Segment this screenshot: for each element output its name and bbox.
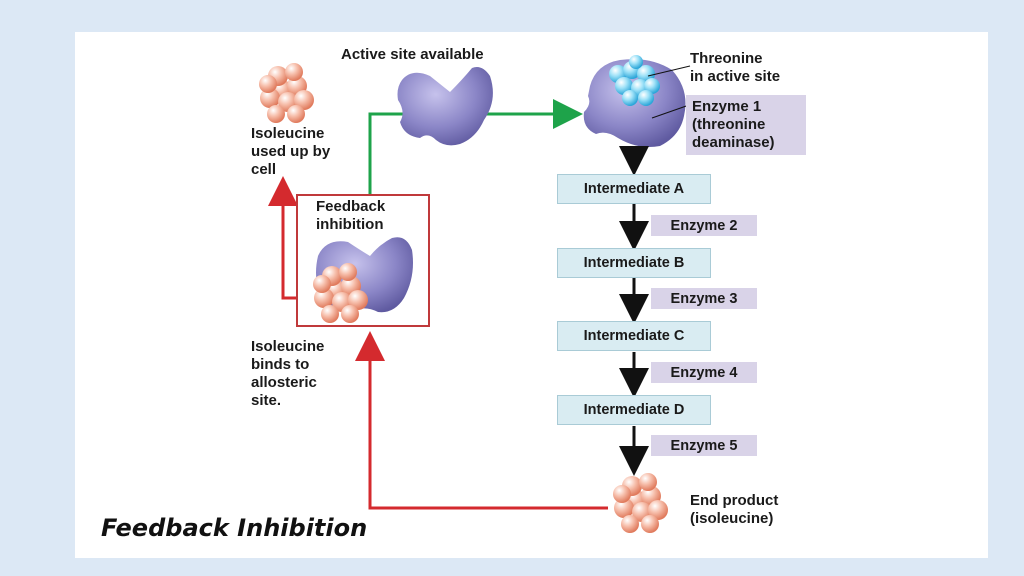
end-product-label: End product (isoleucine) [690, 492, 779, 527]
isoleucine-free-icon [259, 63, 314, 123]
isoleucine-end-product-icon [613, 473, 668, 533]
enzyme-1-label: Enzyme 1 (threonine deaminase) [692, 98, 775, 151]
enzyme-3-label: Enzyme 3 [651, 288, 757, 309]
intermediate-b: Intermediate B [557, 248, 711, 278]
red-arrow-up [268, 176, 298, 300]
slide-title: Feedback Inhibition [101, 514, 368, 542]
isoleucine-used-label: Isoleucine used up by cell [251, 125, 331, 178]
threonine-label: Threonine in active site [690, 50, 781, 85]
slide-panel [75, 32, 988, 558]
intermediate-c: Intermediate C [557, 321, 711, 351]
inhibited-enzyme-graphic [313, 237, 413, 323]
enzyme1-pointer [651, 103, 693, 119]
green-arrow [368, 114, 577, 194]
enzyme-5-label: Enzyme 5 [651, 435, 757, 456]
feedback-inhibition-box [296, 194, 430, 327]
threonine-icon [609, 55, 660, 106]
intermediate-a: Intermediate A [557, 174, 711, 204]
enzyme-active-icon [397, 67, 493, 146]
intermediate-d: Intermediate D [557, 395, 711, 425]
isoleucine-binds-label: Isoleucine binds to allosteric site. [251, 338, 325, 409]
active-site-label: Active site available [341, 46, 484, 63]
enzyme-2-label: Enzyme 2 [651, 215, 757, 236]
red-arrow-return [355, 331, 608, 510]
threonine-pointer [647, 65, 691, 77]
enzyme-4-label: Enzyme 4 [651, 362, 757, 383]
enzyme-1-label-box [686, 95, 806, 155]
feedback-label: Feedback inhibition [316, 198, 386, 233]
